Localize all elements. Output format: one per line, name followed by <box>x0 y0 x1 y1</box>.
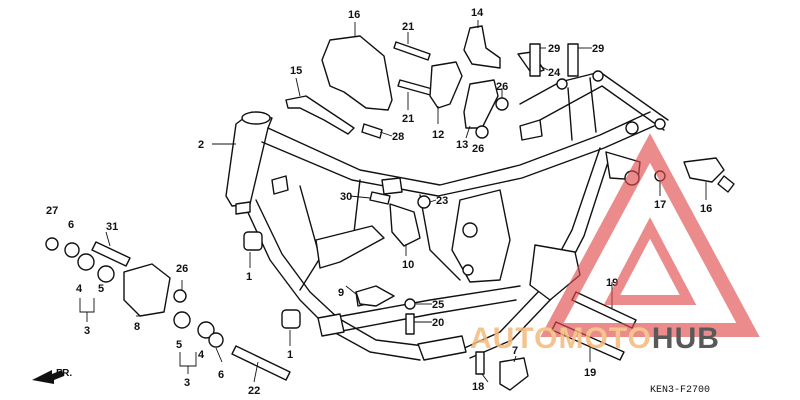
label-12: 13 <box>456 139 468 151</box>
label-31: 31 <box>106 221 118 233</box>
label-25: 25 <box>432 299 444 311</box>
part-6-washer-b <box>208 332 224 348</box>
main-frame <box>225 70 669 361</box>
label-21-b: 21 <box>402 113 414 125</box>
label-3-b: 3 <box>184 377 190 389</box>
label-24: 24 <box>548 67 561 79</box>
label-1-b: 1 <box>287 349 293 361</box>
label-20: 20 <box>432 317 444 329</box>
part-10-bracket <box>355 285 395 307</box>
part-11-bracket <box>429 61 463 109</box>
label-4-b: 4 <box>198 349 205 361</box>
part-6-washer <box>64 242 80 258</box>
part-22-bolt <box>231 345 291 381</box>
part-4-bushing <box>97 265 115 283</box>
label-9: 8 <box>134 321 140 333</box>
part-23-nut <box>417 195 431 209</box>
label-10: 9 <box>338 287 344 299</box>
part-7-bracket <box>499 357 529 391</box>
part-4-bushing-b <box>197 321 215 339</box>
part-5-collar <box>77 253 95 271</box>
watermark-text-dark: HUB <box>652 322 720 355</box>
part-1-rubber-mount <box>243 231 263 251</box>
label-13: 14 <box>471 7 484 19</box>
label-26: 26 <box>496 81 508 93</box>
label-11: 12 <box>432 129 444 141</box>
direction-label: FR. <box>56 368 72 379</box>
automotohub-watermark: AUTOMOTOHUB <box>470 133 760 355</box>
label-6: 6 <box>68 219 74 231</box>
part-25-nut <box>404 298 416 310</box>
label-1: 1 <box>246 271 252 283</box>
part-29-bolt-b <box>567 43 579 77</box>
label-27: 27 <box>46 205 58 217</box>
label-3: 3 <box>84 325 90 337</box>
part-16-key <box>717 175 735 193</box>
part-31-bolt <box>91 241 131 267</box>
label-23: 23 <box>436 195 448 207</box>
part-12-bracket <box>463 79 499 129</box>
watermark-triangle-icon <box>540 133 760 337</box>
watermark-text: AUTOMOTOHUB <box>470 322 720 355</box>
label-30: 30 <box>340 191 352 203</box>
part-16-lock <box>683 157 725 183</box>
label-8: 10 <box>402 259 414 271</box>
part-9-link <box>123 263 171 317</box>
label-28: 28 <box>392 131 404 143</box>
part-21-bolt <box>393 41 431 61</box>
watermark-triangle-inner-icon <box>603 217 697 305</box>
label-21: 21 <box>402 21 414 33</box>
part-27-nut <box>45 237 59 251</box>
watermark-text-light: AUTOMOTO <box>470 322 652 355</box>
label-18: 18 <box>472 381 484 393</box>
label-29-b: 29 <box>592 43 604 55</box>
label-22: 22 <box>248 385 260 397</box>
label-2: 2 <box>198 139 204 151</box>
part-15-shield-plate <box>321 35 393 111</box>
label-6-b: 6 <box>218 369 224 381</box>
label-7: 7 <box>512 345 518 357</box>
part-28-bolt <box>361 123 383 139</box>
label-14: 15 <box>290 65 302 77</box>
part-20-bolt <box>405 313 415 335</box>
part-5-collar-b <box>173 311 191 329</box>
diagram-code: KEN3-F2700 <box>650 385 710 396</box>
part-26-nut-c <box>173 289 187 303</box>
part-26-nut-b <box>475 125 489 139</box>
label-15: 16 <box>348 9 360 21</box>
part-30-bolt <box>369 191 391 205</box>
part-26-nut <box>495 97 509 111</box>
label-26-c: 26 <box>176 263 188 275</box>
label-19-b: 19 <box>584 367 596 379</box>
part-14-bracket <box>285 95 355 135</box>
label-5-b: 5 <box>176 339 182 351</box>
label-26-b: 26 <box>472 143 484 155</box>
part-13-bracket <box>463 25 501 69</box>
label-16: 16 <box>700 203 712 215</box>
label-5: 5 <box>98 283 104 295</box>
part-1-rubber-mount-b <box>281 309 301 329</box>
label-17: 17 <box>654 199 666 211</box>
part-labels: 2 1 1 16 15 21 21 12 14 13 26 26 28 29 2… <box>46 7 712 397</box>
front-direction-arrow: FR. <box>32 368 72 384</box>
part-8-bracket <box>389 203 421 247</box>
part-29-bolt <box>529 43 541 77</box>
label-4: 4 <box>76 283 83 295</box>
part-18-bolt <box>475 351 485 375</box>
label-29: 29 <box>548 43 560 55</box>
